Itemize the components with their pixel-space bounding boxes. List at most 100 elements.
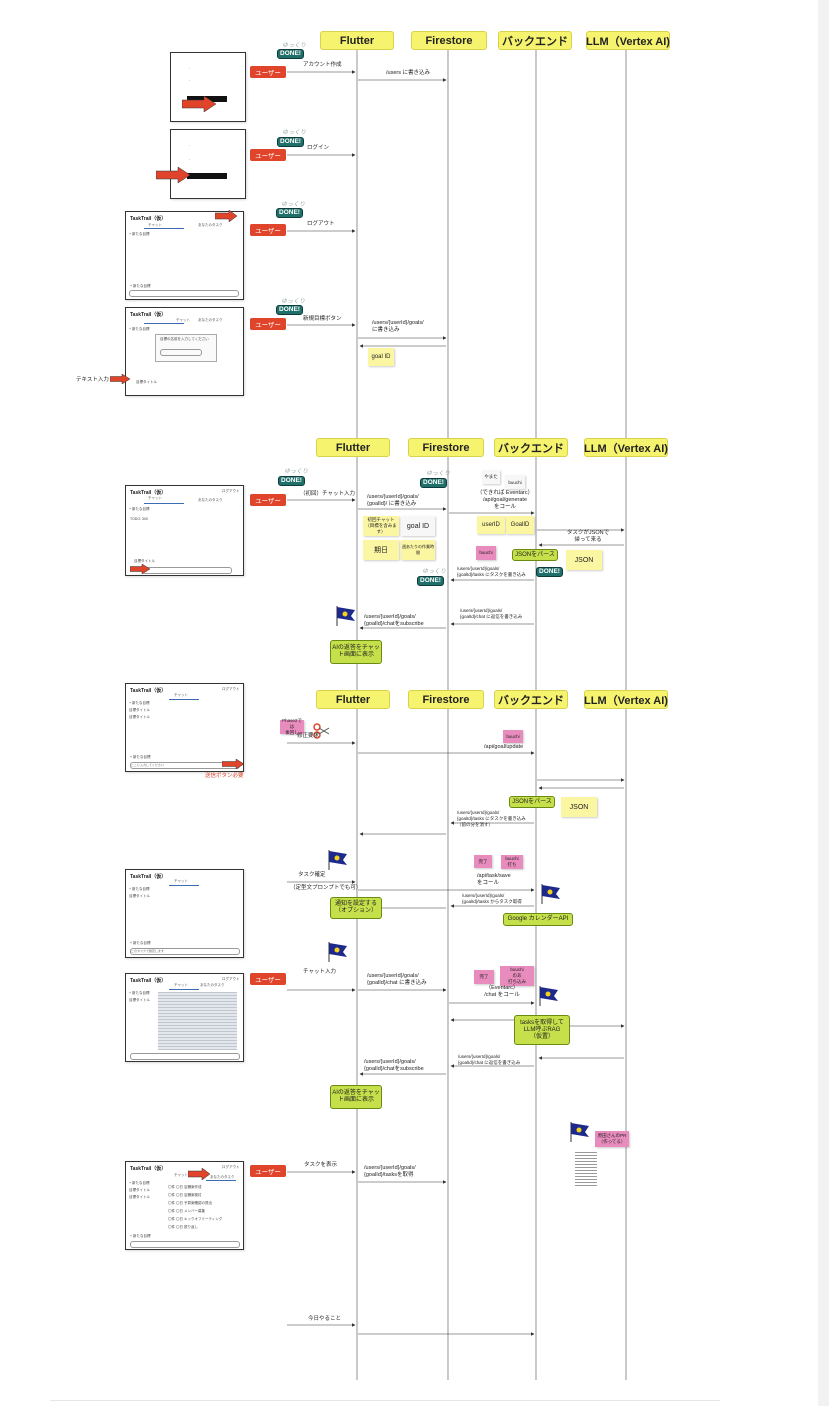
ai-reply-pill: AIの返答をチャット画面に表示 [330, 1085, 382, 1109]
sticky-note: buuchi [505, 475, 525, 489]
actor-user: ユーザー [250, 1165, 286, 1177]
message-label: アカウント作成 [303, 62, 342, 68]
flag-icon [328, 942, 347, 962]
task-row[interactable]: 〇件 〇日 メンバー募集 [168, 1209, 205, 1213]
message-label: /users/{userId}/goals/ に書き込み [372, 320, 424, 333]
sticky-note: buuchi 打ち [501, 855, 523, 869]
done-badge: DONE! [276, 305, 303, 315]
pointer-arrow-icon [222, 759, 244, 769]
done-note: ゆっくり [281, 202, 306, 208]
done-note: ゆっくり [281, 299, 306, 305]
message-label: /api/task/save をコール [477, 873, 511, 886]
done-badge: DONE! [417, 576, 444, 586]
participant-backend: バックエンド [498, 31, 572, 50]
actor-user: ユーザー [250, 66, 286, 78]
app-screenshot-confirm: TaskTrail（仮） チャット + 新たな目標 目標タイトル + 新たな目標… [125, 869, 244, 958]
participant-firestore: Firestore [408, 690, 484, 709]
message-label: （初回）チャット入力 [300, 491, 355, 497]
scissors-icon [313, 723, 330, 739]
sticky-goal-id: goal ID [368, 348, 394, 366]
task-row[interactable]: 〇件 〇日 店舗案検討 [168, 1193, 202, 1197]
pointer-arrow-icon [188, 1168, 210, 1180]
sticky-user-id: userID [477, 516, 505, 534]
divider [50, 1400, 720, 1401]
message-label: /users/{userId}/goals/ {goalId}/tasks にタ… [457, 566, 526, 577]
google-calendar-pill: Google カレンダーAPI [503, 913, 573, 926]
participant-llm: LLM（Vertex AI) [586, 31, 670, 50]
message-label: /users/{userId}/goals/ {goalId}/chat に書き… [367, 973, 427, 986]
pointer-arrow-icon [110, 374, 130, 384]
parse-json-pill: JSONをパース [512, 549, 558, 561]
message-label: /users に書き込み [386, 70, 431, 76]
parse-json-pill: JSONをパース [509, 796, 555, 808]
sticky-goal-id: GoalID [506, 516, 534, 534]
participant-backend: バックエンド [494, 690, 568, 709]
message-label: （できれば Eventarc） /api/goal/generate をコール [476, 490, 534, 510]
message-label: 修正要求 [297, 733, 320, 739]
flag-icon [539, 986, 558, 1006]
login-screenshot: · · [170, 129, 246, 199]
actor-user: ユーザー [250, 494, 286, 506]
participant-flutter: Flutter [316, 690, 390, 709]
done-badge: DONE! [277, 49, 304, 59]
task-row[interactable]: 〇件 〇日 予算案確認の提出 [168, 1201, 212, 1205]
sticky-phase2: Phase2では 後回し [280, 718, 304, 735]
app-screenshot-chat: TaskTrail（仮） ログアウト チャット あなたのタスク + 新たな目標 … [125, 973, 244, 1062]
actor-user: ユーザー [250, 973, 286, 985]
done-badge: DONE! [536, 567, 563, 577]
sticky-note: buuchi [476, 546, 496, 560]
message-label: /users/{userId}/goals/ {goalId}/tasks にタ… [457, 810, 526, 827]
message-label: /api/goal/update [484, 744, 524, 750]
message-label: /users/{userId}/goals/ {goalId}/chatをsub… [364, 614, 424, 627]
text-input-note: テキスト入力 [76, 377, 109, 383]
rag-pill: tasksを取得して LLM呼ぶRAG （仮置） [514, 1015, 570, 1045]
sticky-goal-id: goal ID [401, 516, 435, 536]
actor-user: ユーザー [250, 224, 286, 236]
pointer-arrow-icon [182, 96, 216, 112]
sticky-first-chat: 初回チャット （目標を含みます） [363, 516, 399, 536]
message-label: 新規目標ボタン [303, 316, 342, 322]
task-row[interactable]: 〇件 〇日 キックオフミーティング [168, 1217, 223, 1221]
actor-user: ユーザー [250, 149, 286, 161]
message-label: /users/{userId}/goals/ {goalId}/chatをsub… [364, 1059, 424, 1072]
notification-pill: 通知を設定する （オプション） [330, 897, 382, 919]
app-screenshot-new-goal: TaskTrail（仮） チャット あなたのタスク + 新たな目標 目標の名前を… [125, 307, 244, 396]
message-label: （定型文プロンプトでも可） [290, 885, 362, 891]
actor-user: ユーザー [250, 318, 286, 330]
participant-backend: バックエンド [494, 438, 568, 457]
message-label: /users/{userId}/goals/ {goalId}/chat に返信… [458, 1054, 521, 1065]
message-label: タスクを表示 [304, 1162, 338, 1168]
flag-icon [541, 884, 560, 904]
message-label: ログイン [307, 145, 330, 151]
message-label: （Eventarc） /chat をコール [484, 985, 520, 998]
document-thumbnail [575, 1152, 597, 1188]
pointer-arrow-icon [215, 210, 237, 222]
done-badge: DONE! [276, 208, 303, 218]
send-button-required-note: 送信ボタン必要 [205, 773, 244, 779]
sticky-deadline: 期日 [363, 540, 399, 560]
message-label: /users/{userId}/goals/ {goalId}/tasksを取得 [364, 1165, 416, 1178]
message-label: チャット入力 [303, 969, 336, 975]
done-badge: DONE! [420, 478, 447, 488]
message-label: /users/{userId}/goals/ {goalId}/ に書き込み [367, 494, 419, 507]
done-note: ゆっくり [422, 569, 447, 575]
message-label: タスク確定 [298, 872, 326, 878]
task-row[interactable]: 〇件 〇日 振り返し [168, 1225, 198, 1229]
participant-firestore: Firestore [411, 31, 487, 50]
flag-icon [570, 1122, 589, 1142]
app-screenshot-logout: TaskTrail（仮） チャット あなたのタスク + 新たな目標 + 新たな目… [125, 211, 244, 300]
sticky-note: やまた [482, 470, 500, 484]
done-badge: DONE! [277, 137, 304, 147]
message-label: ログアウト [307, 221, 335, 227]
scrollbar-track[interactable] [818, 0, 829, 1406]
pointer-arrow-icon [130, 564, 150, 574]
done-note: ゆっくり [282, 130, 307, 136]
sticky-json: JSON [561, 797, 597, 817]
message-label: 今日やること [308, 1316, 342, 1322]
sticky-note: buuchi のあ 打ち込み [500, 966, 534, 986]
task-row[interactable]: 〇件 〇日 店舗案作成 [168, 1185, 202, 1189]
participant-llm: LLM（Vertex AI) [584, 438, 668, 457]
sticky-done: 完了 [474, 970, 494, 984]
